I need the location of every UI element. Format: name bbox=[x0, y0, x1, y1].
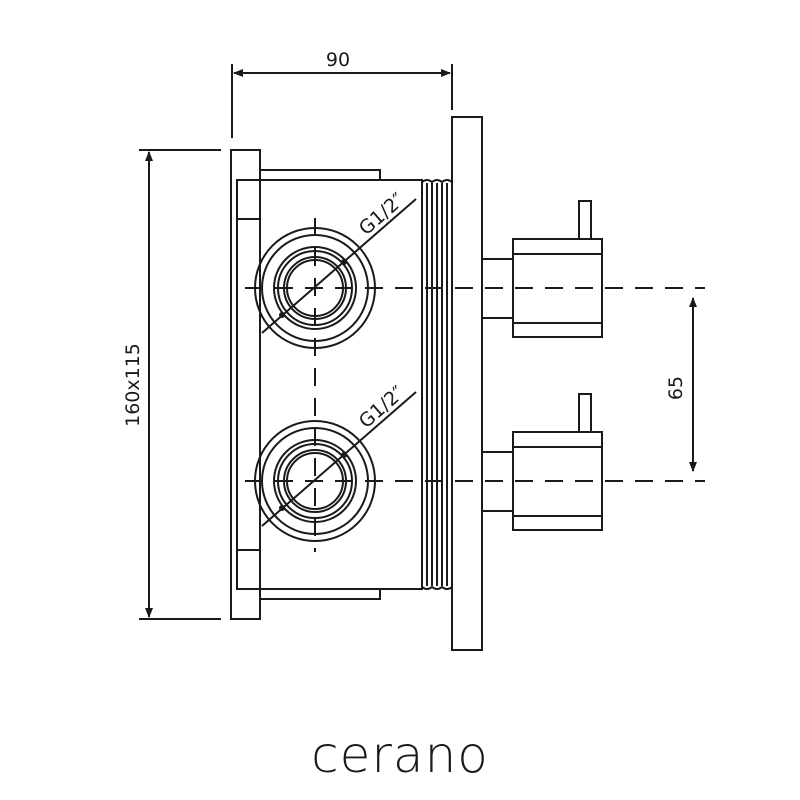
connection-bottom-label: G1/2″ bbox=[355, 382, 409, 433]
mounting-box bbox=[230, 149, 453, 620]
connection-top: G1/2″ bbox=[254, 189, 417, 349]
brand-logo: cerano bbox=[311, 726, 489, 784]
connection-top-label: G1/2″ bbox=[355, 189, 409, 240]
handle-top bbox=[481, 200, 603, 338]
box-size-label: 160x115 bbox=[122, 343, 144, 427]
depth-label: 90 bbox=[326, 49, 350, 71]
cover-plate bbox=[451, 116, 483, 651]
thread-lines bbox=[421, 179, 453, 590]
box-size-dimension: 160x115 bbox=[122, 149, 221, 620]
connection-bottom: G1/2″ bbox=[254, 382, 417, 542]
handle-spacing-label: 65 bbox=[665, 376, 687, 400]
handle-bottom bbox=[481, 393, 603, 531]
handle-spacing-dimension: 65 bbox=[665, 297, 697, 472]
depth-dimension: 90 bbox=[231, 49, 453, 138]
